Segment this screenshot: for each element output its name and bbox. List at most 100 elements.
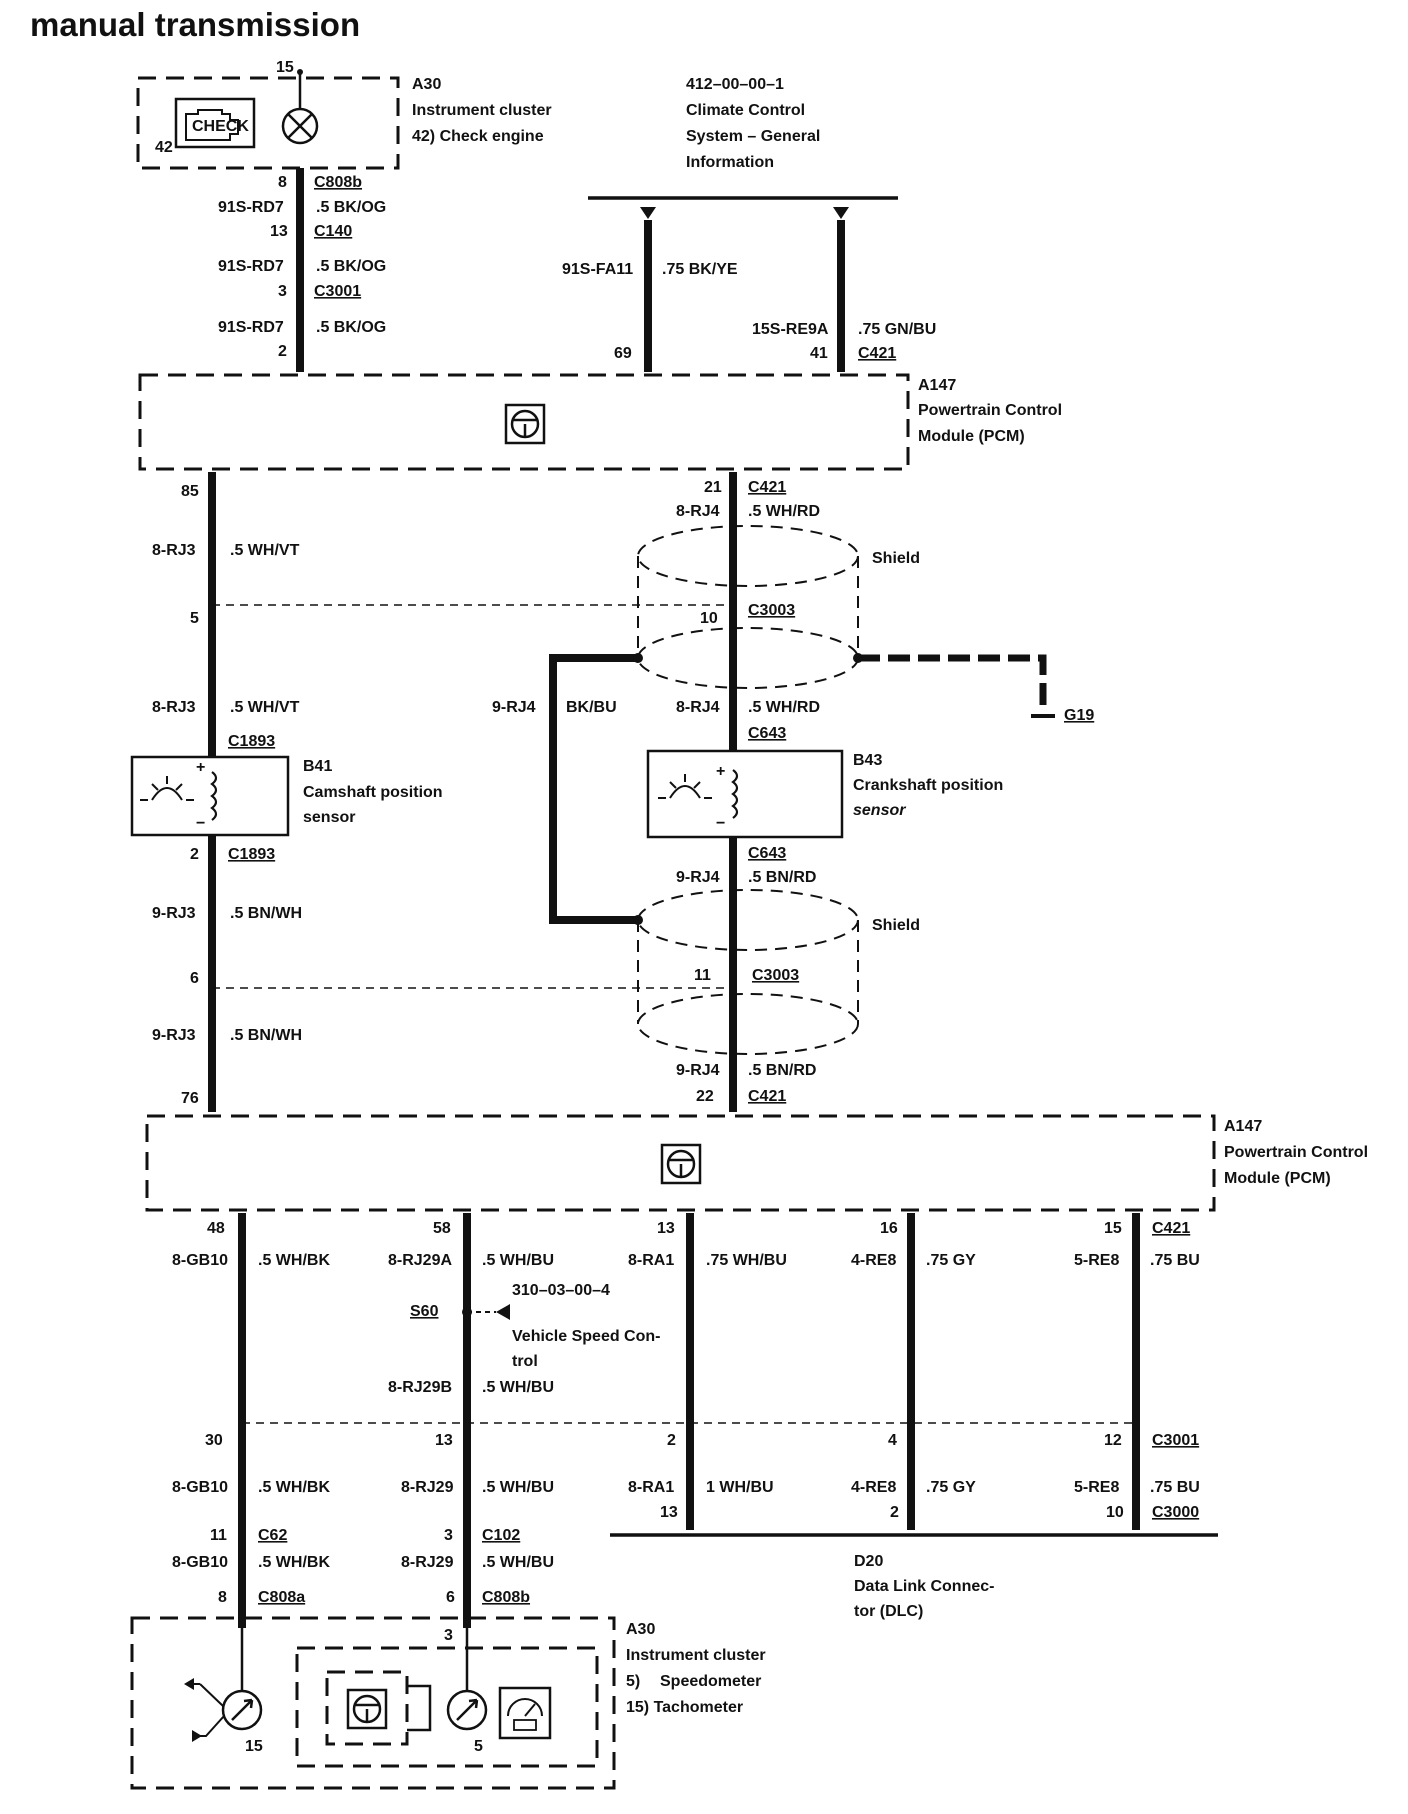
wire-8gb10-c: 8-GB10 — [172, 1554, 228, 1571]
gauge-bkbu: BK/BU — [566, 699, 617, 716]
climate-line-3: Information — [686, 154, 774, 171]
tach-subbox — [295, 1646, 599, 1768]
tach-display-icon — [498, 1686, 552, 1740]
wire-15sre9a: 15S-RE9A — [752, 321, 829, 338]
wire-8ra1-b: 8-RA1 — [628, 1479, 674, 1496]
pin-6: 6 — [190, 970, 199, 987]
gauge-bnwh-a: .5 BN/WH — [230, 905, 302, 922]
pin-5b: 5 — [474, 1738, 483, 1755]
b43-line-1: Crankshaft position — [853, 777, 1003, 794]
gauge-gy-b: .75 GY — [926, 1479, 976, 1496]
conn-c643-b: C643 — [748, 845, 786, 862]
pcm-box-top — [138, 373, 910, 471]
conn-c3003-b: C3003 — [752, 967, 799, 984]
pin-10b: 10 — [1106, 1504, 1124, 1521]
shield-1-label: Shield — [872, 550, 920, 567]
gauge-bkog-c: .5 BK/OG — [316, 319, 386, 336]
pcm-bottom-module-icon — [660, 1143, 702, 1185]
pin-48: 48 — [207, 1220, 225, 1237]
gauge-whvt-a: .5 WH/VT — [230, 542, 300, 559]
wire-5re8-a: 5-RE8 — [1074, 1252, 1119, 1269]
vsc-line-2: trol — [512, 1353, 538, 1370]
engine-outline-icon — [185, 109, 239, 141]
conn-c808a: C808a — [258, 1589, 305, 1606]
wire-8rj29a: 8-RJ29A — [388, 1252, 452, 1269]
gauge-bkog-b: .5 BK/OG — [316, 258, 386, 275]
gauge-whbk-c: .5 WH/BK — [258, 1554, 330, 1571]
conn-c3000: C3000 — [1152, 1504, 1199, 1521]
wire-8gb10-a: 8-GB10 — [172, 1252, 228, 1269]
pin-2b: 2 — [190, 846, 199, 863]
conn-c1893-a: C1893 — [228, 733, 275, 750]
gauge-gy-a: .75 GY — [926, 1252, 976, 1269]
wire-9rj3-b: 9-RJ3 — [152, 1027, 196, 1044]
a147-name-1b: Module (PCM) — [918, 428, 1025, 445]
wire-8rj3-a: 8-RJ3 — [152, 542, 196, 559]
gauge-whrd-a: .5 WH/RD — [748, 503, 820, 520]
d20-line-2: tor (DLC) — [854, 1603, 923, 1620]
pin-41: 41 — [810, 345, 828, 362]
ground-g19: G19 — [1064, 707, 1094, 724]
camshaft-sensor-icon — [140, 776, 194, 801]
wire-9rj4-a: 9-RJ4 — [492, 699, 536, 716]
vsc-line-1: Vehicle Speed Con- — [512, 1328, 660, 1345]
wire-8gb10-b: 8-GB10 — [172, 1479, 228, 1496]
check-engine-lamp-icon — [174, 97, 256, 149]
pin-76: 76 — [181, 1090, 199, 1107]
b41-id: B41 — [303, 758, 332, 775]
b43-id: B43 — [853, 752, 882, 769]
wire-8rj4-b: 8-RJ4 — [676, 699, 720, 716]
wire-4re8-a: 4-RE8 — [851, 1252, 896, 1269]
a30-top-name: Instrument cluster — [412, 102, 552, 119]
conn-c3001-top: C3001 — [314, 283, 361, 300]
shield-1-bottom — [637, 627, 859, 689]
a30-top-id: A30 — [412, 76, 441, 93]
conn-c421-b: C421 — [748, 479, 786, 496]
a147-name-2a: Powertrain Control — [1224, 1144, 1368, 1161]
gauge-bnrd-b: .5 BN/RD — [748, 1062, 816, 1079]
wire-8rj4-a: 8-RJ4 — [676, 503, 720, 520]
pin-13b: 13 — [657, 1220, 675, 1237]
conn-c140: C140 — [314, 223, 352, 240]
conn-c3003-a: C3003 — [748, 602, 795, 619]
conn-c62: C62 — [258, 1527, 287, 1544]
d20-id: D20 — [854, 1553, 883, 1570]
gauge-whbu-75: .75 WH/BU — [706, 1252, 787, 1269]
conn-c421-d: C421 — [1152, 1220, 1190, 1237]
a30-bottom-name: Instrument cluster — [626, 1647, 766, 1664]
wire-9rj3-a: 9-RJ3 — [152, 905, 196, 922]
svg-text:+: + — [716, 763, 725, 780]
pin-2d: 2 — [890, 1504, 899, 1521]
wire-8rj29-b: 8-RJ29 — [401, 1554, 454, 1571]
d20-line-1: Data Link Connec- — [854, 1578, 994, 1595]
pin-3c: 3 — [444, 1627, 453, 1644]
pin-6b: 6 — [446, 1589, 455, 1606]
shield-2-label: Shield — [872, 917, 920, 934]
gauge-bu-b: .75 BU — [1150, 1479, 1200, 1496]
wire-5re8-b: 5-RE8 — [1074, 1479, 1119, 1496]
shield-2-bottom — [637, 993, 859, 1055]
pin-13a: 13 — [270, 223, 288, 240]
shield-2-top — [637, 889, 859, 951]
wire-8rj29b: 8-RJ29B — [388, 1379, 452, 1396]
pin-11: 11 — [694, 967, 711, 984]
conn-c808b-top: C808b — [314, 174, 362, 191]
climate-line-2: System – General — [686, 128, 820, 145]
pcm-top-module-icon — [504, 403, 546, 445]
a30-bottom-id: A30 — [626, 1621, 655, 1638]
wire-9rj4-b: 9-RJ4 — [676, 869, 720, 886]
a30-top-box — [136, 76, 400, 170]
b43-coil-icon — [731, 769, 739, 819]
pin-30: 30 — [205, 1432, 223, 1449]
gauge-bu-a: .75 BU — [1150, 1252, 1200, 1269]
pin-2c: 2 — [667, 1432, 676, 1449]
gauge-bnwh-b: .5 BN/WH — [230, 1027, 302, 1044]
b41-sensor-box — [130, 755, 290, 837]
crankshaft-sensor-icon — [658, 774, 712, 799]
pin-4: 4 — [888, 1432, 897, 1449]
gauge-whvt-b: .5 WH/VT — [230, 699, 300, 716]
a147-name-2b: Module (PCM) — [1224, 1170, 1331, 1187]
bulb-cross-icon — [287, 113, 313, 139]
check-text: CHECK — [192, 118, 249, 135]
a30-bottom-box — [130, 1616, 616, 1790]
